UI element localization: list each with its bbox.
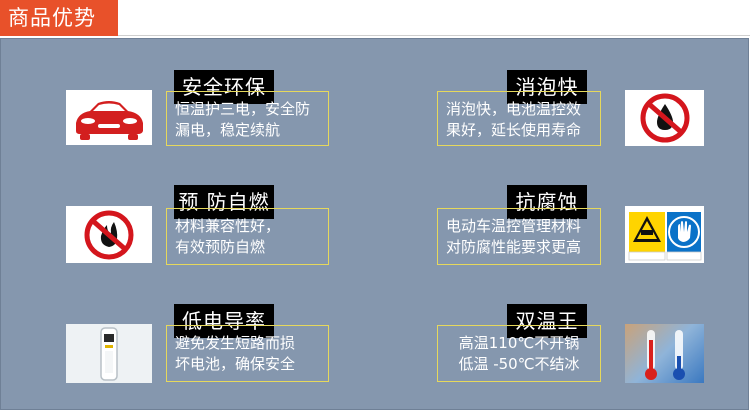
feature-title-dual-temperature: 双温王 [507, 304, 587, 338]
feature-title-safety: 安全环保 [174, 70, 274, 104]
feature-desc-conductivity: 避免发生短路而损 坏电池，确保安全 [166, 325, 329, 382]
no-fire-icon [66, 206, 152, 263]
feature-desc-dual-temperature: 高温110℃不开锅 低温 -50℃不结冰 [437, 325, 601, 382]
feature-desc-safety: 恒温护三电，安全防 漏电，稳定续航 [166, 91, 329, 146]
feature-desc-line: 消泡快，电池温控效 [446, 100, 582, 118]
red-car-icon [66, 90, 152, 145]
no-oil-drop-icon [625, 90, 704, 146]
feature-title-fireproof: 预 防自燃 [174, 185, 274, 219]
feature-desc-line: 高温110℃不开锅 [458, 334, 580, 352]
feature-desc-line: 避免发生短路而损 [175, 334, 296, 352]
feature-desc-defoam: 消泡快，电池温控效 果好，延长使用寿命 [437, 91, 601, 146]
feature-desc-line: 漏电，稳定续航 [175, 121, 281, 139]
conductivity-meter-icon [66, 324, 152, 383]
corrosion-warning-icon [625, 206, 704, 263]
feature-desc-line: 电动车温控管理材料 [446, 217, 582, 235]
feature-title-conductivity: 低电导率 [174, 304, 274, 338]
section-title-tab: 商品优势 [0, 0, 118, 36]
feature-desc-line: 有效预防自燃 [175, 238, 266, 256]
feature-desc-line: 对防腐性能要求更高 [446, 238, 582, 256]
feature-title-anticorrosion: 抗腐蚀 [507, 185, 587, 219]
title-divider [118, 35, 750, 36]
feature-title-defoam: 消泡快 [507, 70, 587, 104]
feature-desc-line: 材料兼容性好， [175, 217, 281, 235]
feature-desc-line: 恒温护三电，安全防 [175, 100, 311, 118]
feature-desc-line: 果好，延长使用寿命 [446, 121, 582, 139]
thermometer-icon [625, 324, 704, 383]
feature-desc-line: 坏电池，确保安全 [175, 355, 296, 373]
feature-desc-line: 低温 -50℃不结冰 [458, 355, 580, 373]
feature-desc-fireproof: 材料兼容性好， 有效预防自燃 [166, 208, 329, 265]
feature-desc-anticorrosion: 电动车温控管理材料 对防腐性能要求更高 [437, 208, 601, 265]
